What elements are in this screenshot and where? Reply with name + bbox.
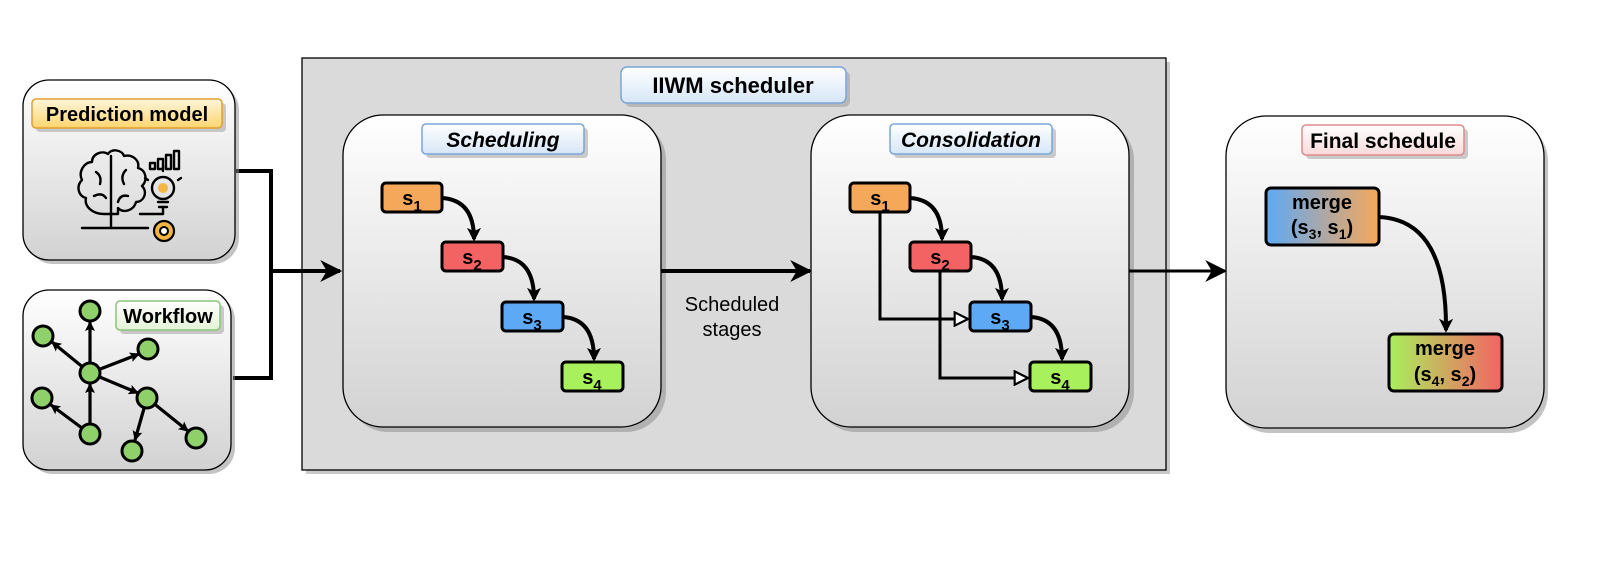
stage-index: 1 [881, 198, 889, 215]
stage-index: 3 [1001, 317, 1009, 334]
stage-letter: s [870, 188, 881, 210]
merge-box-1: merge (s3, s1) [1264, 186, 1381, 247]
merge-2-word: merge [1415, 338, 1475, 360]
stage-letter: s [462, 247, 473, 269]
merge-box-2: merge (s4, s2) [1387, 332, 1504, 393]
graph-network-icon [30, 299, 208, 463]
stage-index: 2 [473, 257, 481, 274]
consolidation-stage-2: s2 [908, 240, 973, 274]
scheduling-stage-1: s1 [380, 181, 444, 215]
scheduling-stage-3: s3 [500, 300, 565, 334]
stage-letter: s [990, 307, 1001, 329]
prediction-model-title-text: Prediction model [46, 104, 208, 126]
final-schedule-title: Final schedule [1301, 124, 1468, 159]
scheduling-stage-2: s2 [440, 240, 505, 274]
stage-letter: s [522, 307, 533, 329]
consolidation-stage-1: s1 [848, 181, 912, 215]
stage-index: 2 [941, 257, 949, 274]
iiwm-scheduler-title-text: IIWM scheduler [652, 73, 814, 98]
consolidation-dependency-arrows [878, 212, 1028, 378]
scheduling-stage-arrows [441, 196, 601, 362]
workflow-title: Workflow [115, 300, 224, 334]
stage-letter: s [930, 247, 941, 269]
scheduled-stages-label-line1: Scheduled [685, 294, 780, 316]
iiwm-scheduler-title: IIWM scheduler [620, 66, 850, 107]
svg-text:s1: s1 [870, 188, 889, 215]
prediction-model-title: Prediction model [31, 98, 226, 132]
stage-index: 4 [593, 377, 602, 394]
svg-text:s1: s1 [402, 188, 421, 215]
scheduling-title: Scheduling [421, 123, 588, 158]
brain-lightbulb-icon [77, 149, 183, 230]
consolidation-stage-arrows [909, 196, 1069, 362]
stage-index: 3 [533, 317, 541, 334]
bulb-glow-icon [152, 183, 176, 243]
workflow-title-text: Workflow [123, 306, 213, 328]
consolidation-stage-3: s3 [968, 300, 1033, 334]
consolidation-stage-4: s4 [1028, 360, 1093, 394]
stage-index: 4 [1061, 377, 1070, 394]
merge-arrow [1378, 215, 1454, 333]
stage-letter: s [402, 188, 413, 210]
stage-letter: s [1050, 367, 1061, 389]
scheduled-stages-label-line2: stages [703, 319, 762, 341]
svg-text:s2: s2 [930, 247, 949, 274]
merge-1-word: merge [1292, 192, 1352, 214]
stage-letter: s [582, 367, 593, 389]
svg-text:s4: s4 [582, 367, 602, 394]
scheduling-stage-4: s4 [560, 360, 625, 394]
svg-text:s2: s2 [462, 247, 481, 274]
svg-text:s4: s4 [1050, 367, 1070, 394]
input-connector [233, 169, 343, 380]
consolidation-title: Consolidation [889, 123, 1056, 158]
svg-text:s3: s3 [522, 307, 541, 334]
final-schedule-title-text: Final schedule [1310, 130, 1456, 153]
stage-index: 1 [413, 198, 421, 215]
scheduling-title-text: Scheduling [446, 129, 559, 152]
svg-text:s3: s3 [990, 307, 1009, 334]
merge-2-args: (s4, s2) [1414, 364, 1476, 389]
consolidation-title-text: Consolidation [901, 129, 1041, 152]
merge-1-args: (s3, s1) [1291, 217, 1353, 242]
